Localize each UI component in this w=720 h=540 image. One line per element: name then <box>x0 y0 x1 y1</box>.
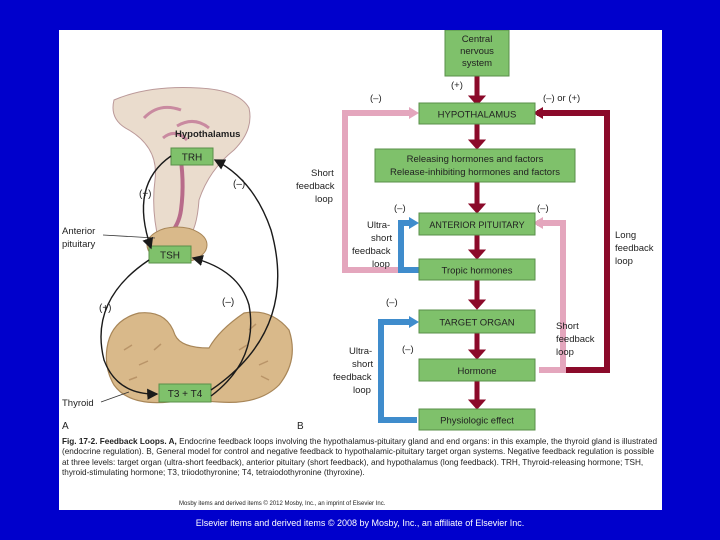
minus-lower: (–) <box>222 297 234 308</box>
short-loop-left-arrowhead <box>409 107 419 119</box>
anterior-pituitary-label: ANTERIOR PITUITARY <box>429 220 524 230</box>
hypothalamus-box <box>418 102 536 125</box>
anterior-label-1: Anterior <box>62 226 95 237</box>
releasing-label-1: Releasing hormones and factors <box>407 154 544 165</box>
long-loop-arrowhead <box>533 107 543 119</box>
ultra-upper-arrowhead <box>409 217 419 229</box>
ultra-upper-1: Ultra- <box>367 220 390 231</box>
ultra-upper-3: feedback <box>352 246 391 257</box>
panel-b-label: B <box>297 421 304 432</box>
arrow-t3t4-to-trh <box>210 159 279 391</box>
ultra-lower-arrowhead <box>409 316 419 328</box>
minus-hyp-left: (–) <box>370 93 382 104</box>
releasing-label-2: Release-inhibiting hormones and factors <box>390 167 560 178</box>
arrow-tsh-to-thyroid <box>100 259 159 400</box>
long-loop-2: feedback <box>615 243 654 254</box>
short-loop-left-1: Short <box>311 168 334 179</box>
thyroid-pointer <box>100 391 130 403</box>
t3t4-label: T3 + T4 <box>168 389 203 400</box>
physiologic-box <box>418 408 536 431</box>
long-loop-3: loop <box>615 256 633 267</box>
inner-copyright: Mosby items and derived items © 2012 Mos… <box>179 501 386 507</box>
hormone-label: Hormone <box>457 366 496 377</box>
short-loop-left <box>342 110 417 273</box>
short-loop-left-3: loop <box>315 194 333 205</box>
minus-ap-left: (–) <box>394 203 406 214</box>
arrow-trh-to-tsh <box>142 155 172 250</box>
thyroid-label: Thyroid <box>62 398 94 409</box>
plus-upper: (+) <box>139 189 152 200</box>
figure-caption: Fig. 17-2. Feedback Loops. A, Endocrine … <box>62 437 658 479</box>
arrow-t3t4-to-tsh <box>191 255 252 397</box>
tsh-box <box>148 245 192 264</box>
target-organ-box <box>418 309 536 334</box>
slide: Hypothalamus TRH Anterior pituitary TSH … <box>59 30 662 510</box>
thyroid-texture <box>123 323 270 381</box>
short-loop-right-3: loop <box>556 347 574 358</box>
cns-box <box>444 30 510 77</box>
cns-label-1: Central <box>462 34 493 45</box>
caption-fig: Fig. 17-2. <box>62 437 98 446</box>
ultra-lower-4: loop <box>353 385 371 396</box>
short-loop-right-2: feedback <box>556 334 595 345</box>
short-loop-left-2: feedback <box>296 181 335 192</box>
thyroid-gland <box>105 311 293 404</box>
minus-or-plus: (–) or (+) <box>543 93 580 104</box>
hypothalamus-label-b: HYPOTHALAMUS <box>438 110 517 121</box>
caption-title: Feedback Loops. A, <box>99 437 177 446</box>
cns-label-3: system <box>462 58 492 69</box>
ultra-lower-2: short <box>352 359 373 370</box>
minus-hormone: (–) <box>402 344 414 355</box>
minus-ap-right: (–) <box>537 203 549 214</box>
anterior-label-2: pituitary <box>62 239 96 250</box>
ultra-upper-2: short <box>371 233 392 244</box>
cns-label-2: nervous <box>460 46 494 57</box>
ultra-upper-4: loop <box>372 259 390 270</box>
caption-text: Endocrine feedback loops involving the h… <box>62 437 658 478</box>
panel-b: Central nervous system (+) HYPOTHALAMUS … <box>296 30 654 432</box>
brain-folds <box>142 105 210 142</box>
footer-copyright: Elsevier items and derived items © 2008 … <box>195 518 525 528</box>
minus-to-left: (–) <box>386 297 398 308</box>
panel-a: Hypothalamus TRH Anterior pituitary TSH … <box>62 87 293 432</box>
panel-a-label: A <box>62 421 69 432</box>
cns-plus: (+) <box>451 80 463 91</box>
short-loop-right <box>537 220 566 373</box>
releasing-box <box>374 148 576 183</box>
short-loop-right-1: Short <box>556 321 579 332</box>
hypothalamus-label: Hypothalamus <box>175 129 240 140</box>
tropic-label: Tropic hormones <box>442 266 513 277</box>
feedback-diagram: Hypothalamus TRH Anterior pituitary TSH … <box>62 30 654 432</box>
plus-lower: (+) <box>99 303 112 314</box>
long-feedback-loop <box>537 110 610 373</box>
ultra-short-upper <box>398 220 419 273</box>
ultra-short-lower <box>378 319 417 423</box>
t3t4-box <box>158 383 212 403</box>
long-loop-1: Long <box>615 230 636 241</box>
tsh-label: TSH <box>160 251 180 262</box>
physiologic-label: Physiologic effect <box>440 416 514 427</box>
short-loop-right-arrowhead <box>533 217 543 229</box>
hormone-box <box>418 358 536 382</box>
trh-label: TRH <box>182 153 203 164</box>
minus-upper: (–) <box>233 179 245 190</box>
ultra-lower-1: Ultra- <box>349 346 372 357</box>
flow-arrows <box>467 76 487 410</box>
target-organ-label: TARGET ORGAN <box>439 318 514 329</box>
tropic-box <box>418 258 536 281</box>
anterior-pituitary-box <box>418 212 536 236</box>
ultra-lower-3: feedback <box>333 372 372 383</box>
